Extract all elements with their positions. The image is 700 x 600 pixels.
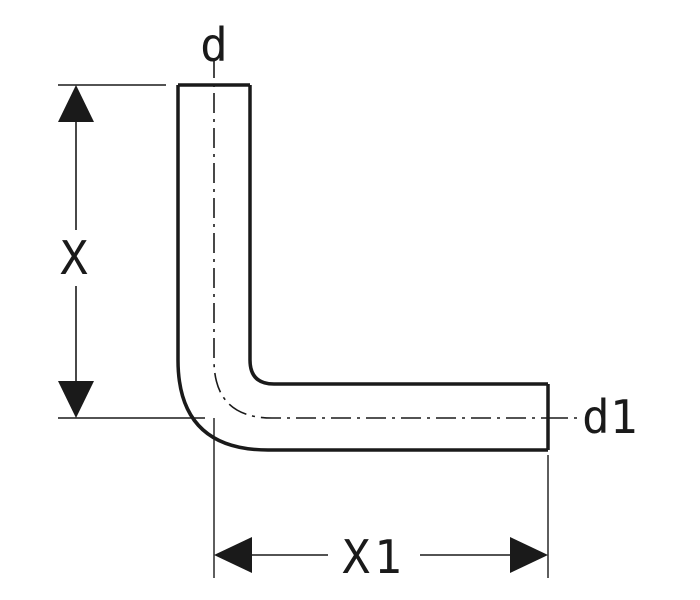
dimension-x: X [50,85,102,418]
pipe-inner-contour [248,85,548,386]
dimension-x-label-gap [50,230,102,286]
dimension-x-label: X [60,231,88,285]
diameter-d1-label: d1 [582,390,637,444]
pipe-outline [176,83,550,452]
dimension-x1-label: X1 [342,530,405,584]
dimension-x-arrow-bottom [58,381,94,418]
dimension-x1-label-gap [328,528,420,582]
dimension-x1: X1 [214,528,548,584]
pipe-centerline [213,58,548,419]
diameter-d-label: d [200,18,228,72]
center-lines [213,58,578,419]
dimension-x1-arrow-right [510,537,548,573]
extension-lines [58,84,549,578]
pipe-outer-contour [176,85,548,452]
dimension-x-arrow-top [58,85,94,122]
dimension-x1-arrow-left [214,537,252,573]
